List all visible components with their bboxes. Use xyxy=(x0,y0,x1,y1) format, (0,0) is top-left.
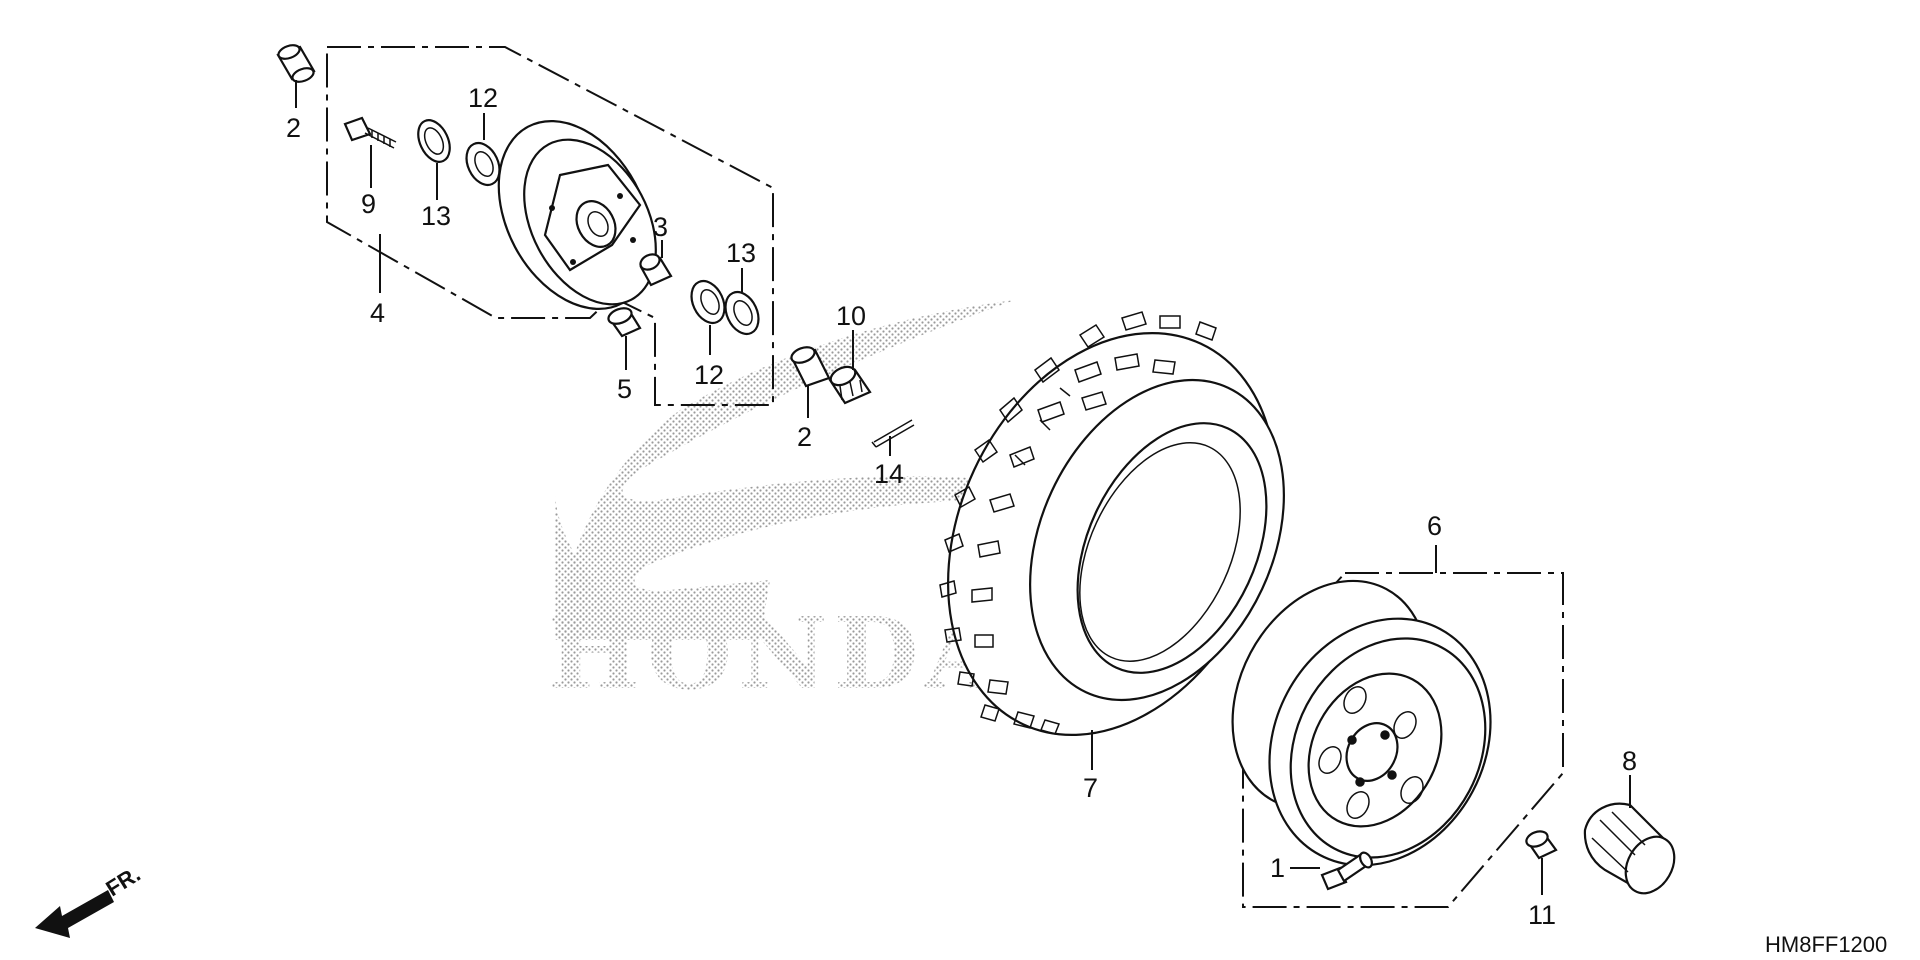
wheel-nut-part xyxy=(1525,830,1558,860)
callout-13b: 13 xyxy=(726,238,756,268)
callout-5: 5 xyxy=(617,374,632,404)
callout-4: 4 xyxy=(370,298,385,328)
front-wheel-rim xyxy=(1231,579,1492,867)
tire-valve-part xyxy=(1320,851,1373,891)
honda-watermark-text: HONDA xyxy=(548,597,1007,712)
hub-nut-part xyxy=(607,307,642,338)
callout-12b: 12 xyxy=(694,360,724,390)
callout-12a: 12 xyxy=(468,83,498,113)
collar-part xyxy=(790,346,831,388)
callout-9: 9 xyxy=(361,189,376,219)
oil-seal-part xyxy=(724,290,760,336)
callout-2b: 2 xyxy=(797,422,812,452)
bearing-part xyxy=(465,141,501,187)
callout-10: 10 xyxy=(836,301,866,331)
callout-1: 1 xyxy=(1270,853,1285,883)
callout-2a: 2 xyxy=(286,113,301,143)
wheel-group-boundary xyxy=(1242,572,1564,908)
callout-14: 14 xyxy=(874,459,904,489)
callout-13a: 13 xyxy=(421,201,451,231)
distance-collar-part xyxy=(639,253,673,287)
honda-wing-watermark xyxy=(555,300,1015,640)
front-tire xyxy=(939,311,1285,736)
bolt-part xyxy=(343,116,397,149)
castle-nut-part xyxy=(828,365,872,405)
hub-cap-part xyxy=(1583,802,1676,895)
cotter-pin-part xyxy=(871,419,915,448)
callout-6: 6 xyxy=(1427,511,1442,541)
oil-seal-part xyxy=(417,119,451,163)
front-direction-arrow-icon xyxy=(35,890,114,938)
front-wheel-hub xyxy=(497,120,657,310)
callout-7: 7 xyxy=(1083,773,1098,803)
callout-3: 3 xyxy=(653,212,668,242)
collar-part xyxy=(276,44,316,83)
bearing-part xyxy=(690,279,726,325)
diagram-code: HM8FF1200 xyxy=(1765,932,1887,957)
callout-11: 11 xyxy=(1528,900,1556,930)
hub-group-boundary xyxy=(326,46,774,406)
callout-8: 8 xyxy=(1622,746,1637,776)
